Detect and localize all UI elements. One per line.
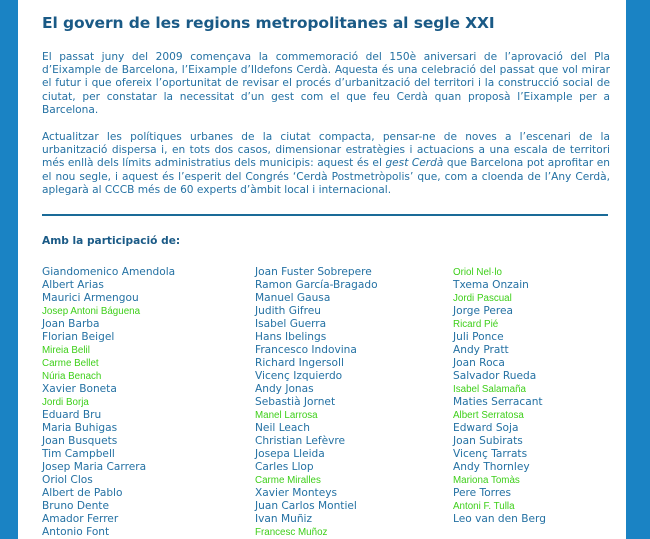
participant-name: Pere Torres bbox=[453, 487, 512, 499]
participant-name: Txema Onzain bbox=[453, 279, 529, 291]
participant-name: Ramon García-Bragado bbox=[255, 279, 378, 291]
participant-name[interactable]: Mireia Belil bbox=[42, 345, 90, 356]
participant-name: Judith Gifreu bbox=[255, 305, 321, 317]
participant-name: Maurici Armengou bbox=[42, 292, 139, 304]
participant-name: Neil Leach bbox=[255, 422, 310, 434]
participant-name: Maria Buhigas bbox=[42, 422, 118, 434]
participant-name: Giandomenico Amendola bbox=[42, 266, 176, 278]
participant-name: Carles Llop bbox=[255, 461, 314, 473]
participant-name: Xavier Boneta bbox=[42, 383, 117, 395]
participant-name[interactable]: Francesc Muñoz bbox=[255, 527, 328, 538]
participant-name: Ivan Muñiz bbox=[255, 513, 313, 525]
participant-name: Sebastià Jornet bbox=[255, 396, 336, 408]
participant-name: Albert Arias bbox=[42, 279, 104, 291]
participant-name[interactable]: Carme Miralles bbox=[255, 475, 321, 486]
congress-paragraph: Actualitzar les polítiques urbanes de la… bbox=[42, 131, 610, 197]
participant-name: Joan Busquets bbox=[42, 435, 118, 447]
participant-name: Jorge Perea bbox=[453, 305, 514, 317]
participant-name: Josep Maria Carrera bbox=[42, 461, 147, 473]
participant-name: Edward Soja bbox=[453, 422, 519, 434]
participant-name: Christian Lefèvre bbox=[255, 435, 345, 447]
participant-name: Albert de Pablo bbox=[42, 487, 123, 499]
participant-name[interactable]: Isabel Salamaña bbox=[453, 384, 526, 395]
participant-name[interactable]: Oriol Nel·lo bbox=[453, 267, 502, 278]
participant-name[interactable]: Jordi Borja bbox=[42, 397, 89, 408]
congress-paragraph-text-2: que Barcelona pot aprofitar en el nou se… bbox=[42, 157, 610, 196]
participant-name: Leo van den Berg bbox=[453, 513, 546, 525]
participant-name: Eduard Bru bbox=[42, 409, 102, 421]
participant-name[interactable]: Carme Bellet bbox=[42, 358, 99, 369]
participant-name: Florian Beigel bbox=[42, 331, 115, 343]
participant-name: Joan Fuster Sobrepere bbox=[255, 266, 372, 278]
participant-name: Josepa Lleida bbox=[255, 448, 325, 460]
participant-name: Joan Barba bbox=[42, 318, 100, 330]
participant-name: Andy Jonas bbox=[255, 383, 314, 395]
participant-name: Maties Serracant bbox=[453, 396, 543, 408]
participant-name[interactable]: Jordi Pascual bbox=[453, 293, 512, 304]
gest-cerda-emphasis: gest Cerdà bbox=[385, 157, 444, 170]
participant-name: Joan Subirats bbox=[453, 435, 523, 447]
participant-name: Amador Ferrer bbox=[42, 513, 119, 525]
participant-name: Vicenç Tarrats bbox=[453, 448, 528, 460]
participant-name: Hans Ibelings bbox=[255, 331, 327, 343]
participant-name: Isabel Guerra bbox=[255, 318, 327, 330]
intro-paragraph: El passat juny del 2009 començava la com… bbox=[42, 51, 610, 117]
participant-name: Francesco Indovina bbox=[255, 344, 357, 356]
participant-name: Joan Roca bbox=[453, 357, 505, 369]
content-panel: El govern de les regions metropolitanes … bbox=[18, 0, 626, 539]
participant-name[interactable]: Antoni F. Tulla bbox=[453, 501, 515, 512]
participant-name[interactable]: Ricard Pié bbox=[453, 319, 499, 330]
participant-name: Andy Pratt bbox=[453, 344, 509, 356]
participant-name: Bruno Dente bbox=[42, 500, 109, 512]
participant-name: Tim Campbell bbox=[42, 448, 115, 460]
participant-name: Antonio Font bbox=[42, 526, 110, 538]
participant-name: Xavier Monteys bbox=[255, 487, 337, 499]
participant-name: Vicenç Izquierdo bbox=[255, 370, 343, 382]
participant-name: Salvador Rueda bbox=[453, 370, 537, 382]
participant-name: Richard Ingersoll bbox=[255, 357, 344, 369]
participant-name[interactable]: Albert Serratosa bbox=[453, 410, 524, 421]
participant-name: Juan Carlos Montiel bbox=[255, 500, 357, 512]
congress-paragraph-text-1: Actualitzar les polítiques urbanes de la… bbox=[42, 131, 610, 170]
participants-heading: Amb la participació de: bbox=[42, 235, 181, 247]
section-divider bbox=[42, 214, 608, 216]
participant-name[interactable]: Manel Larrosa bbox=[255, 410, 318, 421]
participant-name: Oriol Clos bbox=[42, 474, 93, 486]
participant-name: Manuel Gausa bbox=[255, 292, 331, 304]
participant-name[interactable]: Josep Antoni Báguena bbox=[42, 306, 141, 317]
participant-name: Andy Thornley bbox=[453, 461, 530, 473]
participant-name[interactable]: Núria Benach bbox=[42, 371, 102, 382]
intro-paragraph-text: El passat juny del 2009 començava la com… bbox=[42, 51, 610, 116]
participant-name[interactable]: Mariona Tomàs bbox=[453, 475, 520, 486]
page-title: El govern de les regions metropolitanes … bbox=[42, 14, 495, 32]
participant-name: Juli Ponce bbox=[453, 331, 504, 343]
